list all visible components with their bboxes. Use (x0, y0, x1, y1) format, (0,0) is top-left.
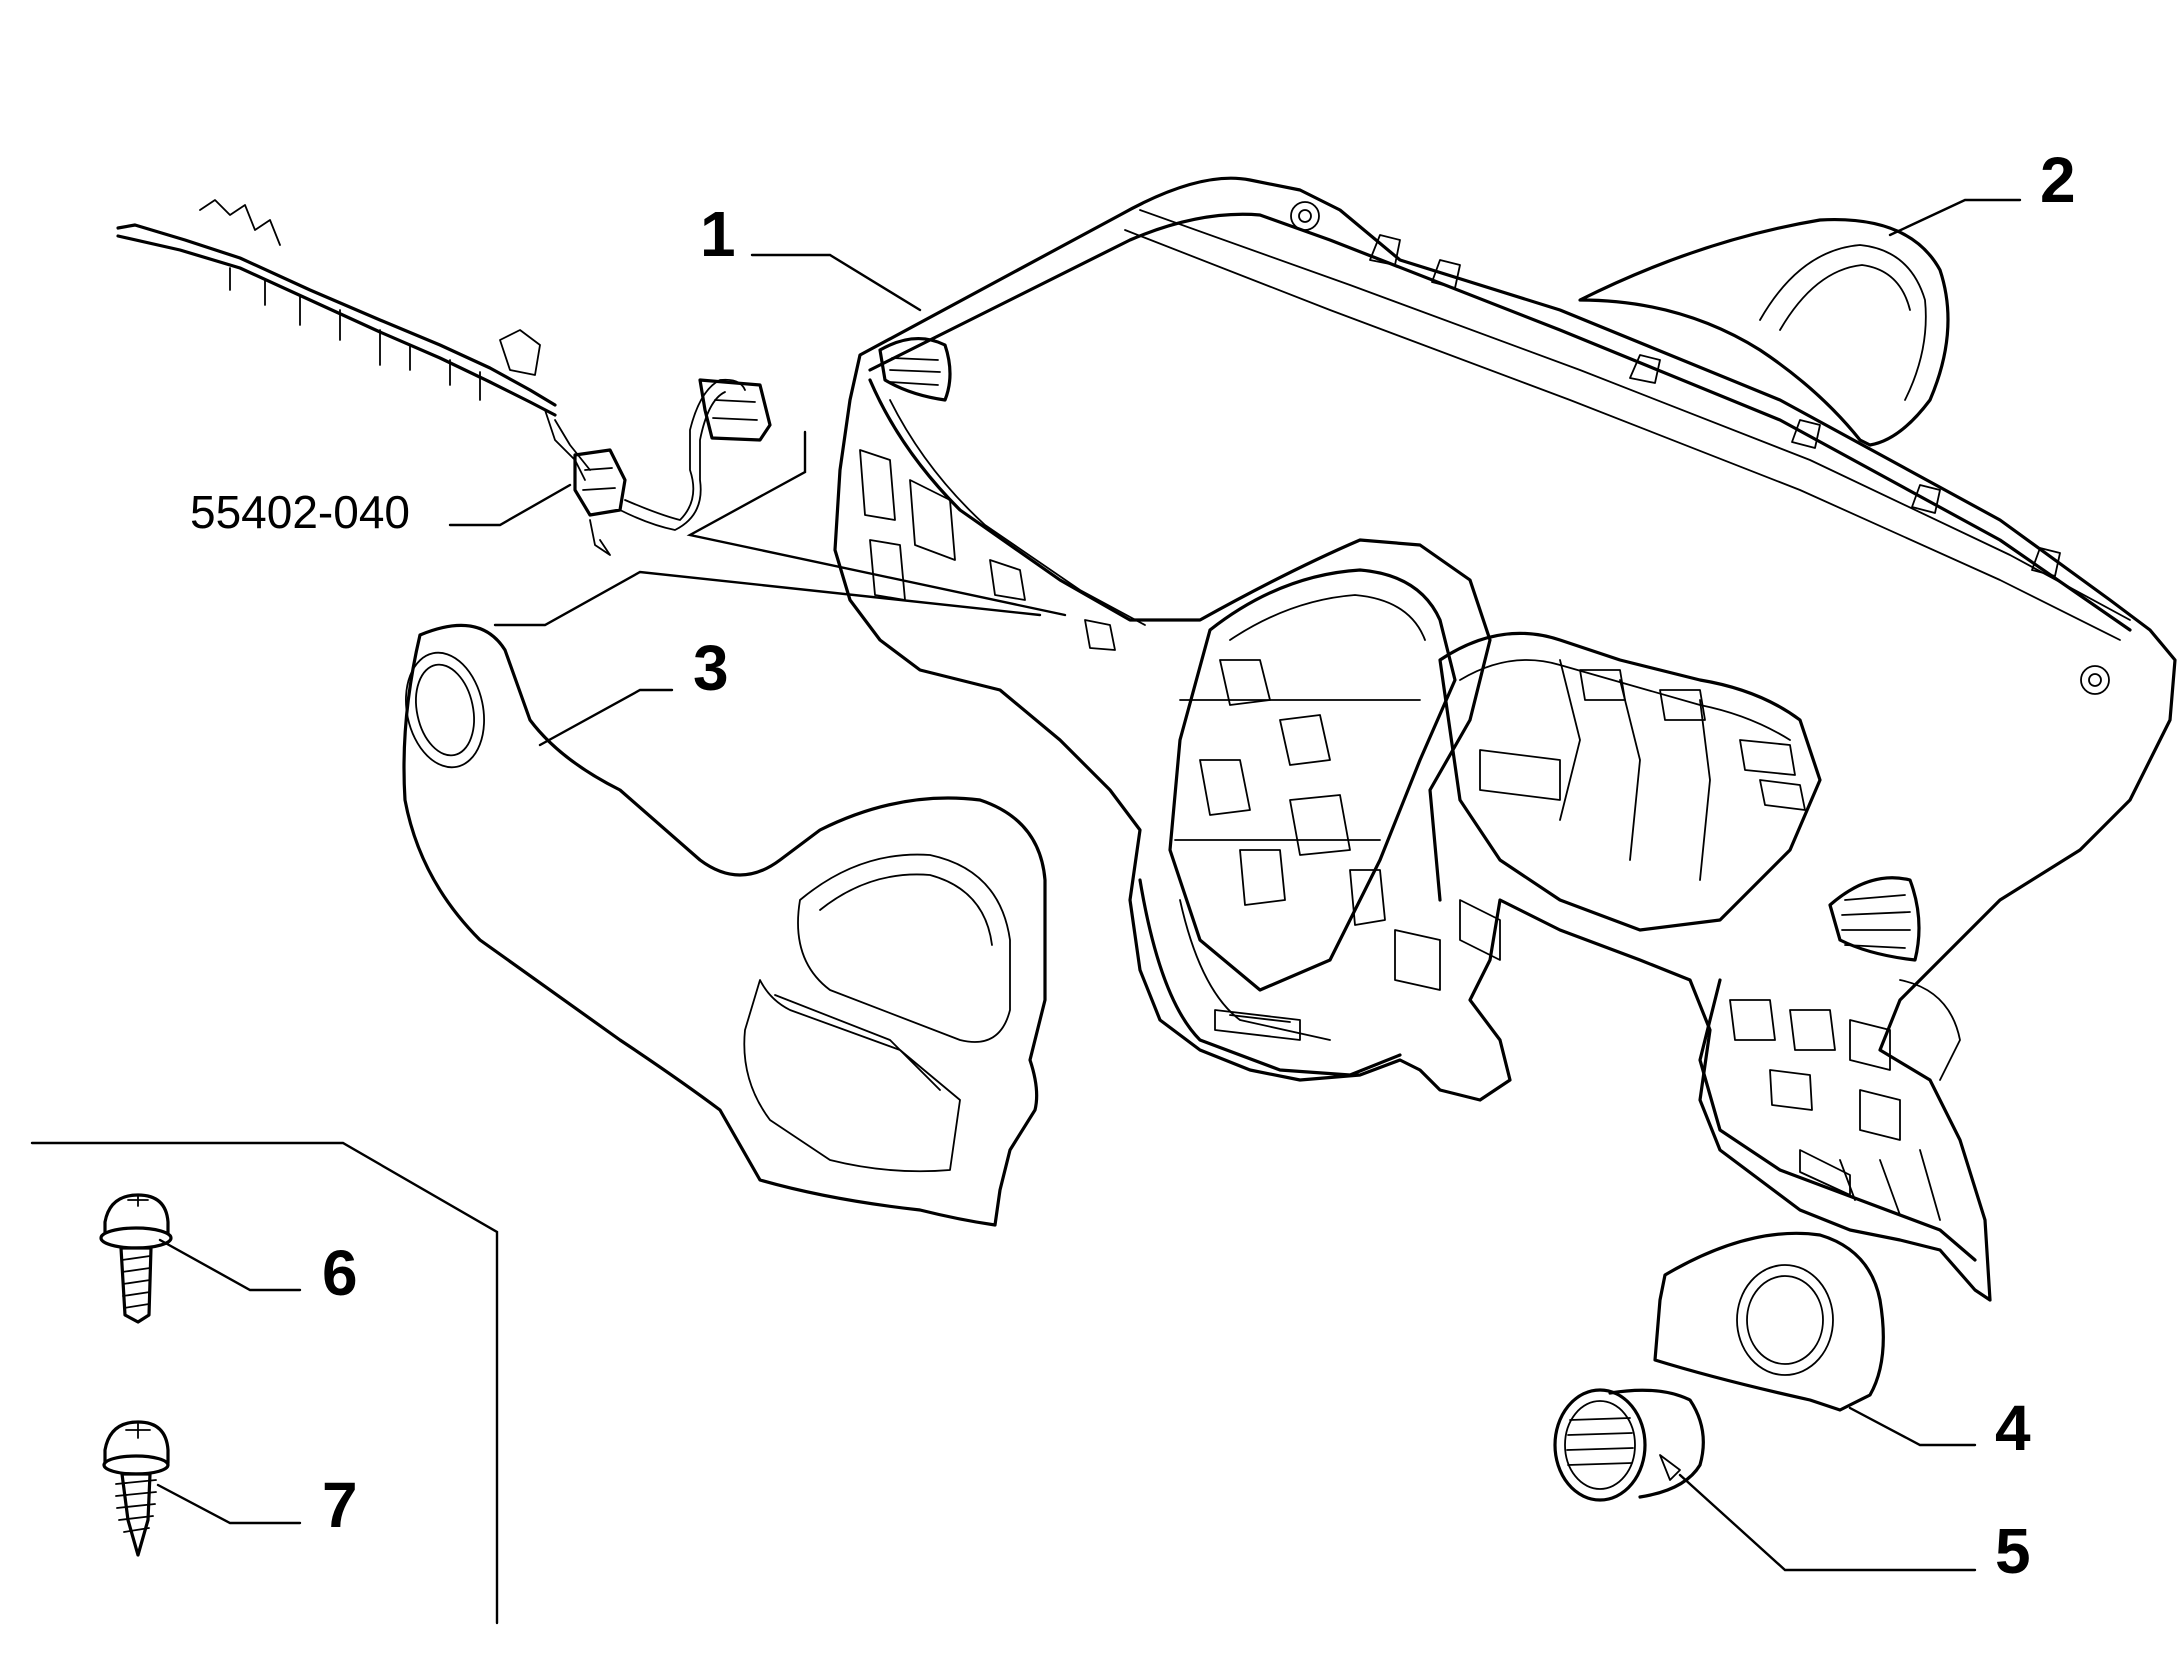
side-trim-cover[interactable] (1653, 1231, 1885, 1412)
leader-2 (1888, 198, 2022, 237)
callout-2: 2 (2040, 144, 2076, 216)
leader-7 (156, 1483, 302, 1525)
fasteners-bracket (30, 1141, 499, 1625)
leader-4 (1848, 1406, 1977, 1447)
flange-screw[interactable] (99, 1193, 173, 1324)
callout-5: 5 (1995, 1515, 2031, 1587)
round-air-vent[interactable] (1553, 1388, 1705, 1502)
lower-trim-panel[interactable] (396, 623, 1047, 1227)
leader-55402 (448, 483, 572, 527)
callout-4: 4 (1995, 1392, 2031, 1464)
instrument-hood-cover[interactable] (1578, 217, 1950, 447)
tapping-screw[interactable] (102, 1420, 170, 1557)
callout-6: 6 (322, 1237, 358, 1309)
leader-lines (30, 198, 2022, 1625)
leader-1 (750, 253, 922, 312)
part-code-label: 55402-040 (190, 486, 410, 538)
callout-3: 3 (693, 632, 729, 704)
callout-1: 1 (700, 198, 736, 270)
callout-7: 7 (322, 1469, 358, 1541)
leader-3 (538, 688, 674, 747)
leader-5 (1678, 1473, 1977, 1572)
dashboard-panel[interactable] (833, 176, 2177, 1302)
knee-airbag-harness[interactable] (116, 199, 772, 556)
leader-6 (158, 1238, 302, 1292)
